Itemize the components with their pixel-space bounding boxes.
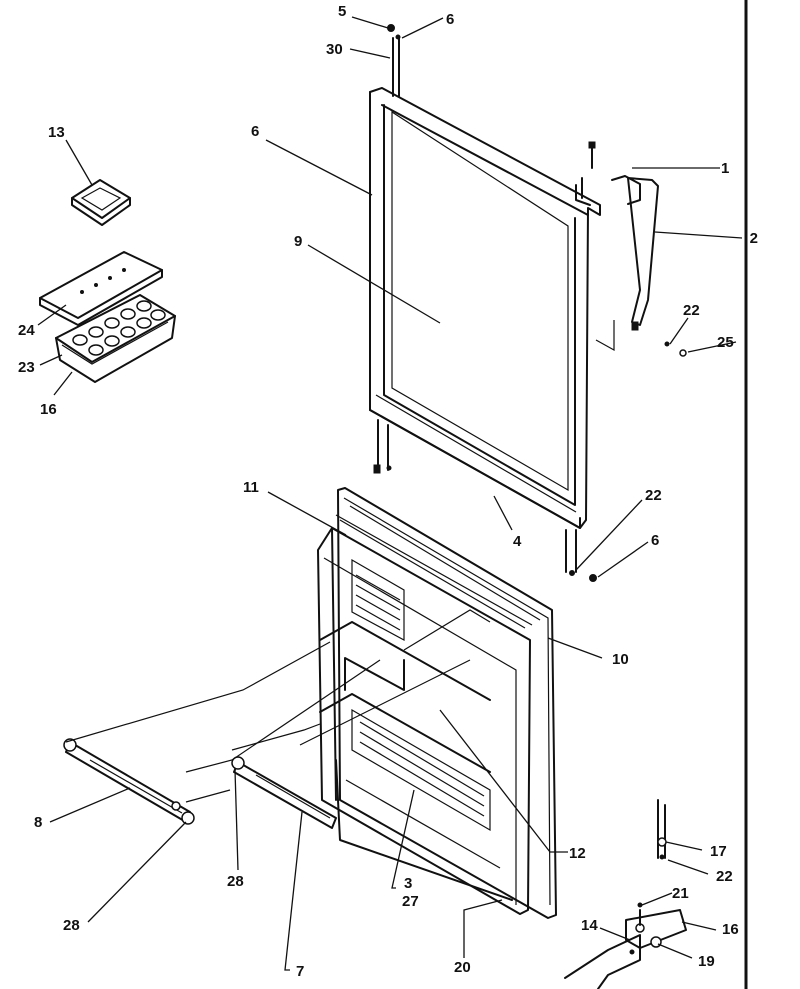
callout-24: 24 xyxy=(18,322,35,339)
callout-16: 16 xyxy=(722,921,739,938)
callout-7: 7 xyxy=(296,963,304,980)
upper-hinge-pin xyxy=(387,24,401,97)
callout-27: 27 xyxy=(402,893,419,910)
callout-17: 17 xyxy=(710,843,727,860)
callout-8: 8 xyxy=(34,814,42,831)
callout-12: 12 xyxy=(569,845,586,862)
callout-20: 20 xyxy=(454,959,471,976)
callout-6: 6 xyxy=(446,11,454,28)
ice-tray-cover xyxy=(39,251,163,326)
upper-door-bottom-pins xyxy=(373,419,392,474)
leader-lines xyxy=(37,16,743,971)
callout-28: 28 xyxy=(63,917,80,934)
upper-door-panel xyxy=(369,87,601,529)
callout-10: 10 xyxy=(612,651,629,668)
shelf-rail-short xyxy=(181,756,337,829)
callout-3: 3 xyxy=(404,875,412,892)
upper-door-right-pins xyxy=(565,529,597,582)
callout-25: 25 xyxy=(717,334,734,351)
callout-2: 2 xyxy=(750,230,758,247)
callout-11: 11 xyxy=(243,479,259,496)
lower-door-liner xyxy=(317,514,533,915)
callout-16: 16 xyxy=(40,401,57,418)
callout-23: 23 xyxy=(18,359,35,376)
callout-19: 19 xyxy=(698,953,715,970)
callout-13: 13 xyxy=(48,124,65,141)
lower-door-gasket xyxy=(337,487,557,919)
callout-21: 21 xyxy=(672,885,689,902)
lower-hinge-pin xyxy=(657,799,667,860)
callout-labels: 5 6 30 6 9 13 24 23 16 1 2 22 25 11 4 22… xyxy=(18,3,758,980)
callout-22: 22 xyxy=(716,868,733,885)
callout-9: 9 xyxy=(294,233,302,250)
callout-6: 6 xyxy=(651,532,659,549)
callout-1: 1 xyxy=(721,160,729,177)
callout-4: 4 xyxy=(513,533,522,550)
callout-28: 28 xyxy=(227,873,244,890)
callout-14: 14 xyxy=(581,917,598,934)
callout-30: 30 xyxy=(326,41,343,58)
upper-hinge-bracket xyxy=(575,141,687,357)
callout-6: 6 xyxy=(251,123,259,140)
lower-hinge-bracket xyxy=(564,902,687,989)
ice-bin-small xyxy=(71,179,131,226)
shelf-rail-long xyxy=(63,738,191,823)
callout-22: 22 xyxy=(645,487,662,504)
ice-tray xyxy=(55,294,176,383)
assembly-guide-lines xyxy=(65,641,471,803)
callout-22: 22 xyxy=(683,302,700,319)
callout-5: 5 xyxy=(338,3,346,20)
